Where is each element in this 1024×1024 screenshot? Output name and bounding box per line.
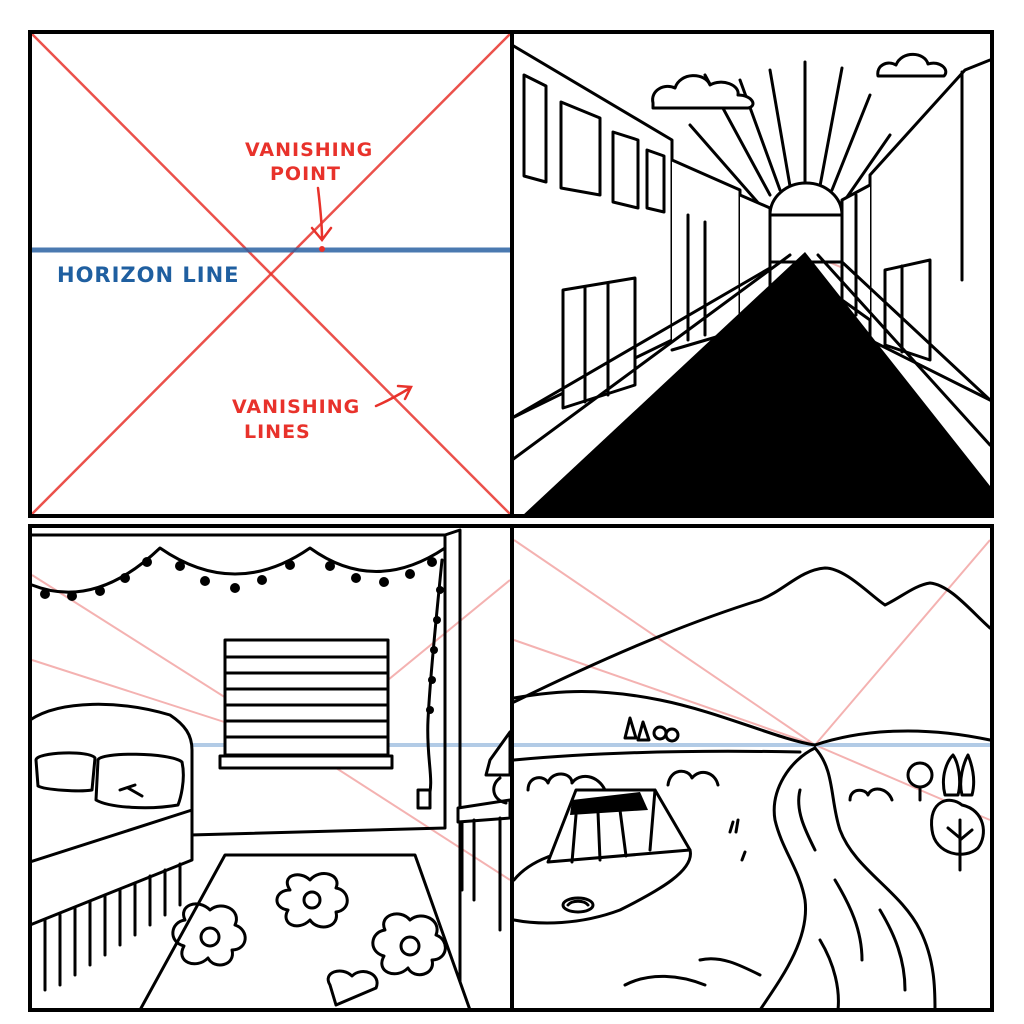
string-lights-cord [426,558,444,802]
panel-diagram: VANISHING POINT HORIZON LINE VANISHING L… [30,32,512,516]
hill-left [512,690,817,747]
vanishing-point-label-line2: POINT [270,163,341,185]
side-wall-edge [443,528,462,1010]
sun-icon [768,181,844,217]
vanishing-point-label-line1: VANISHING [245,139,373,161]
right-sidewalk-edge [840,260,992,402]
tent-side-seam [648,788,657,852]
river-right-bank [813,746,937,1010]
panel-street [512,32,992,516]
pillow-right [94,752,185,810]
right-curb-line [816,253,992,447]
landscape-guide-1 [513,539,816,746]
pillow-left [34,751,97,793]
campfire-icon [561,896,595,914]
tent-poles [570,808,628,864]
vanishing-point-dot [319,246,325,252]
bush-left [526,772,607,792]
sun-rays [688,60,892,207]
bush-right [848,787,894,802]
panel-frames [28,30,994,1012]
vanishing-lines-label-line2: LINES [244,421,311,443]
window-sill [218,754,394,770]
bedroom-guide-4 [304,747,511,881]
window-blind-slats [223,655,390,739]
left-curb-line [512,253,792,462]
panel-bedroom [30,526,512,1010]
wall-outlet-icon [416,788,432,810]
bush-middle [666,769,720,787]
campfire-logs [566,899,590,907]
hill-right [813,729,992,747]
cloud-right-icon [876,52,948,78]
vanishing-line-diagonal-2 [31,33,511,515]
vanishing-lines-label-line1: VANISHING [232,396,360,418]
panel-landscape [512,526,992,1010]
cloud-left-icon [651,74,755,110]
landscape-guide-2 [513,639,816,746]
river-ripples [623,788,907,1010]
right-trees [906,753,985,872]
rug-flowers [171,872,447,1007]
desk-legs [460,816,502,932]
distant-trees [623,716,680,743]
ground-line [512,749,802,762]
left-sidewalk-edge [512,266,772,420]
lamp-base-icon [492,776,508,805]
river-left-bank [758,746,817,1010]
tent-awning [570,792,648,815]
pillow-crease [118,783,144,798]
bed-skirt-pleats [43,862,182,992]
road-surface [522,252,990,516]
grass-tufts [728,818,747,862]
horizon-line-label: HORIZON LINE [57,263,240,287]
landscape-guide-3 [814,539,991,746]
bed-mattress [30,808,194,927]
mountain-range [512,566,992,704]
vanishing-lines-arrow-icon [374,384,413,408]
left-building-windows [522,73,707,410]
vanishing-point-arrow-icon [310,186,333,243]
back-wall-outline [30,533,447,837]
